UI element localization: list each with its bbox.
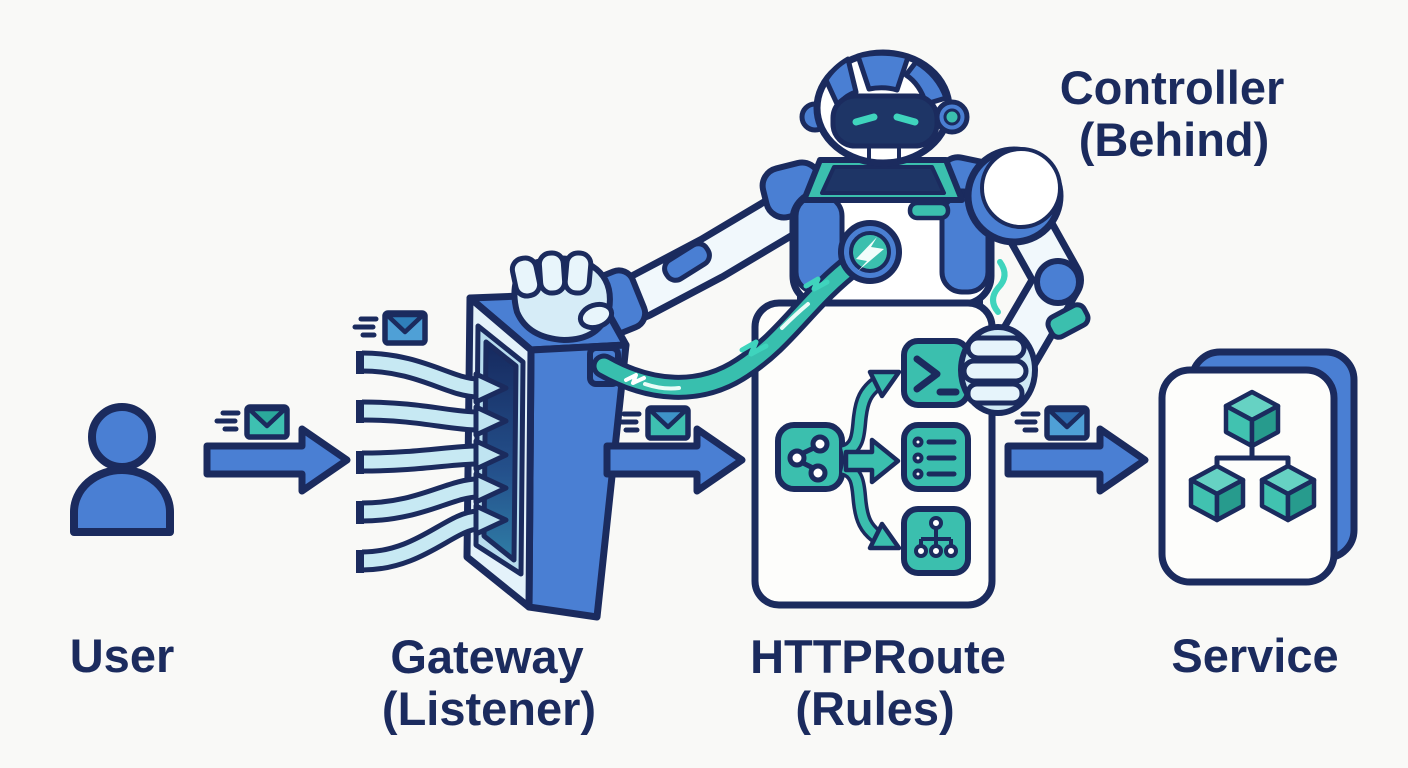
power-cable [587,249,869,400]
httproute-label: HTTPRoute [750,630,1006,683]
flow-arrow-httproute-to-service [1004,425,1149,495]
spark-icon [739,276,830,357]
service-label: Service [1171,629,1338,682]
robot-eyes [852,113,919,126]
robot-head [799,49,970,167]
robot-visor [830,93,940,149]
httproute-card [751,299,996,609]
robot-icon [587,49,1091,388]
lightning-bolt-icon [856,237,884,271]
list-icon [901,422,971,492]
sitemap-icon [901,506,971,576]
robot-shoulder-sphere [964,146,1064,246]
flow-arrow-gateway-to-httproute [603,425,746,495]
gateway-listener-pipes [356,350,509,573]
envelope-icon [615,405,691,441]
pod-cube-icon [1188,463,1246,523]
pod-cube-icon [1223,389,1281,449]
controller-label: Controller [1060,61,1285,114]
envelope-icon [1014,405,1090,441]
terminal-icon [901,338,971,408]
person-icon [70,403,174,536]
robot-chest-core [838,220,902,284]
robot-right-fist [958,324,1038,416]
route-match-icon [775,422,845,492]
httproute-sublabel: (Rules) [795,682,954,735]
service-cubes-icon [1158,348,1358,586]
gateway-sublabel: (Listener) [382,682,596,735]
gateway-label: Gateway [390,630,583,683]
route-branch-arrows [840,369,902,551]
user-label: User [70,629,175,682]
envelope-icon [214,404,290,440]
flow-arrow-user-to-gateway [203,425,351,495]
robot-left-hand [509,250,615,344]
robot-right-arm [984,204,1091,388]
envelope-icon [352,310,428,346]
pod-cube-icon [1259,463,1317,523]
controller-sublabel: (Behind) [1079,113,1270,166]
